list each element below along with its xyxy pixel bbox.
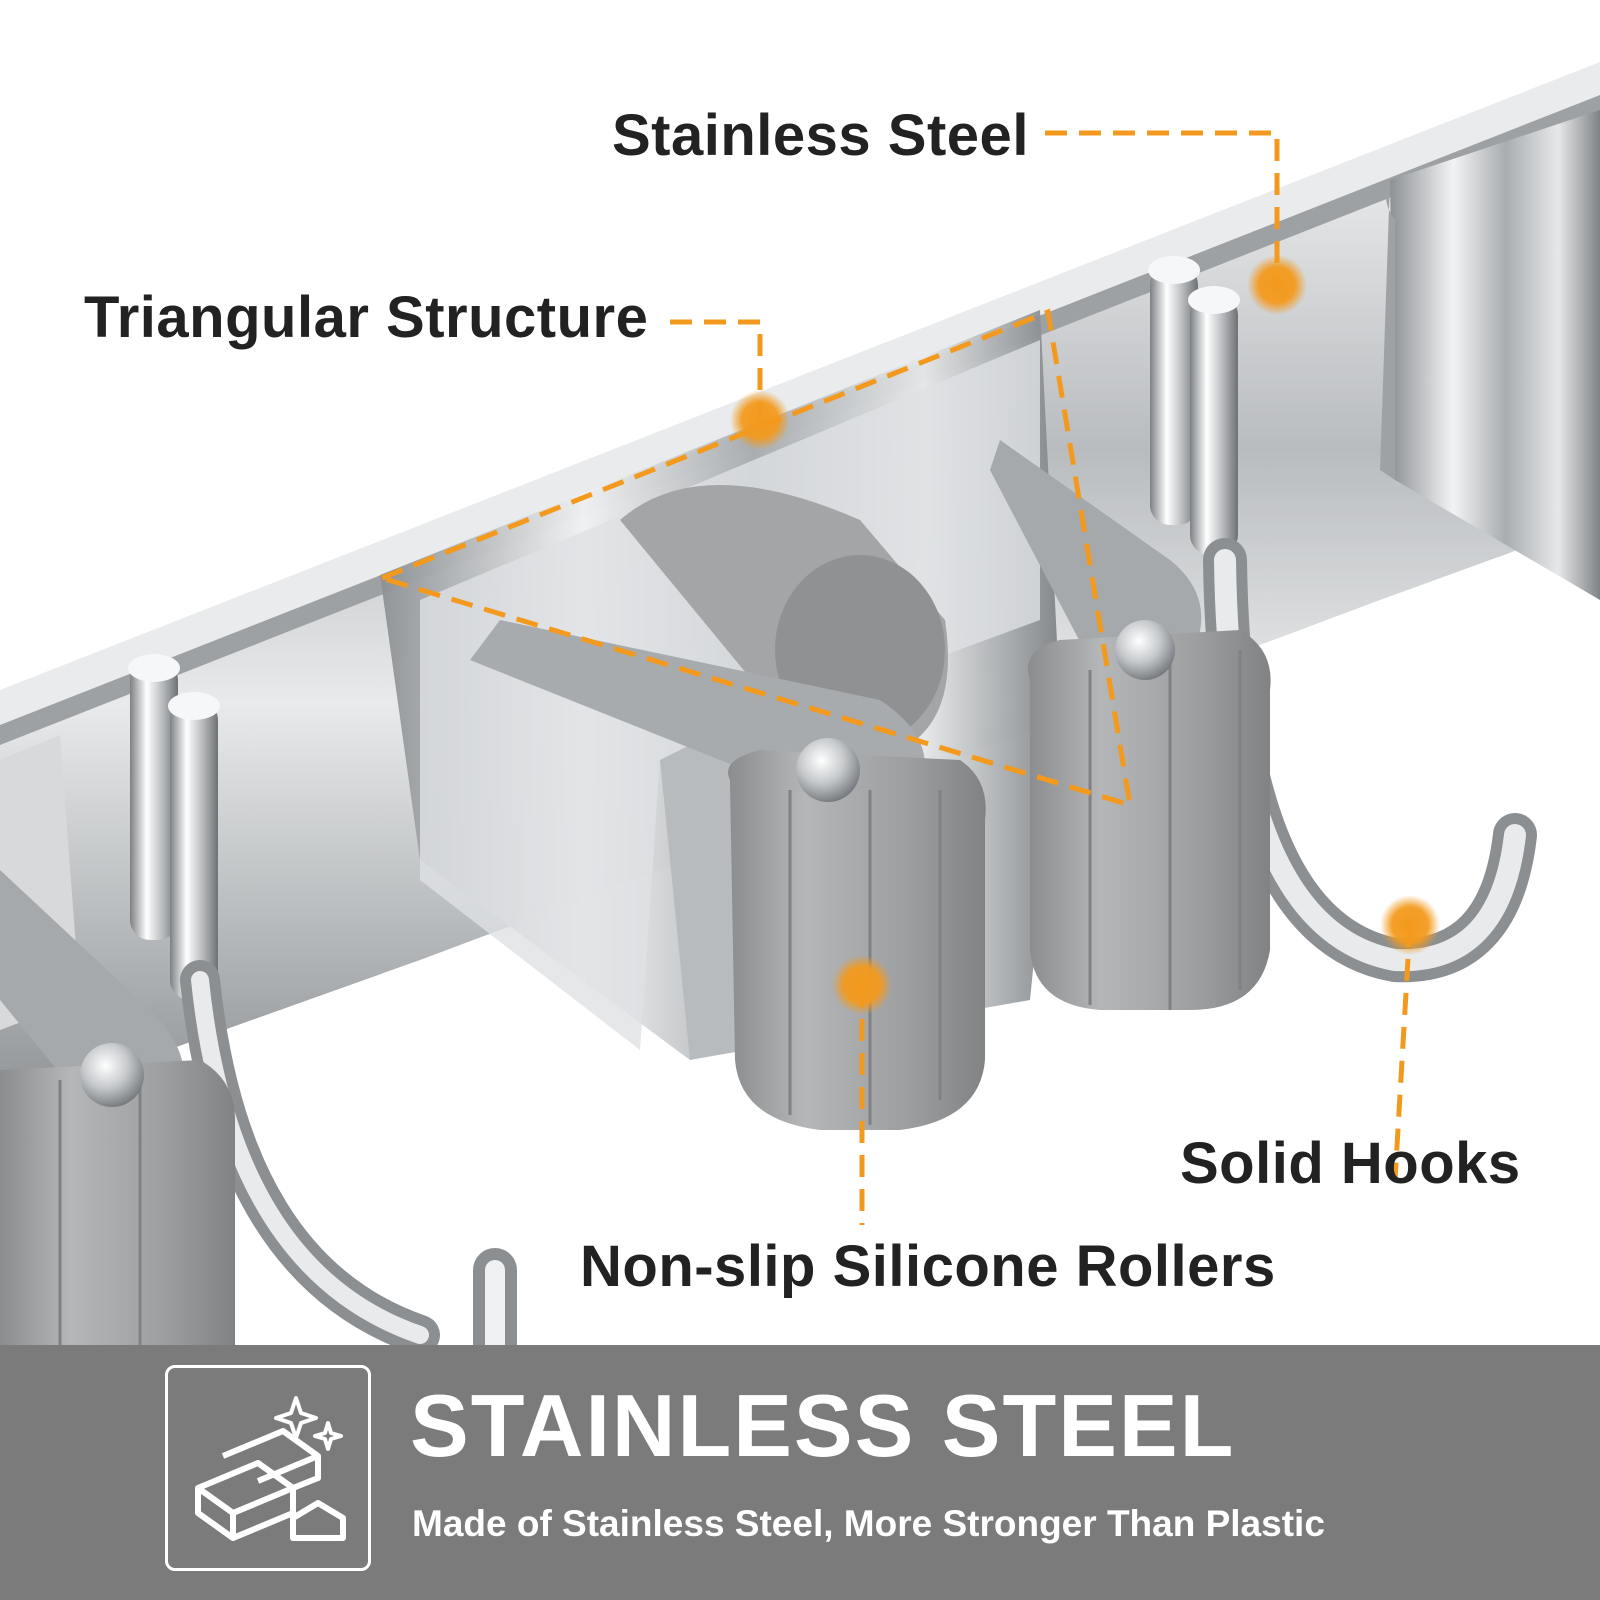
callout-stainless-steel: Stainless Steel <box>612 103 1029 168</box>
product-illustration <box>0 62 1600 1345</box>
callout-triangular-structure: Triangular Structure <box>84 285 649 350</box>
roller-middle <box>728 750 986 1130</box>
rivet-left <box>80 1043 144 1107</box>
callout-silicone-rollers: Non-slip Silicone Rollers <box>580 1234 1276 1299</box>
rivet-middle <box>796 738 860 802</box>
rods <box>128 256 1240 1000</box>
banner-title: STAINLESS STEEL <box>410 1376 1236 1475</box>
callout-dots <box>730 255 1440 1015</box>
banner-subtitle: Made of Stainless Steel, More Stronger T… <box>412 1503 1325 1544</box>
callout-solid-hooks: Solid Hooks <box>1180 1131 1521 1196</box>
roller-right <box>1028 630 1271 1010</box>
callout-leaders <box>374 130 1413 1225</box>
bracket-right <box>1380 110 1600 600</box>
metal-ingots-icon <box>165 1365 371 1571</box>
feature-banner: STAINLESS STEEL Made of Stainless Steel,… <box>0 1345 1600 1600</box>
rivet-right <box>1115 620 1175 680</box>
roller-left <box>0 1060 235 1345</box>
